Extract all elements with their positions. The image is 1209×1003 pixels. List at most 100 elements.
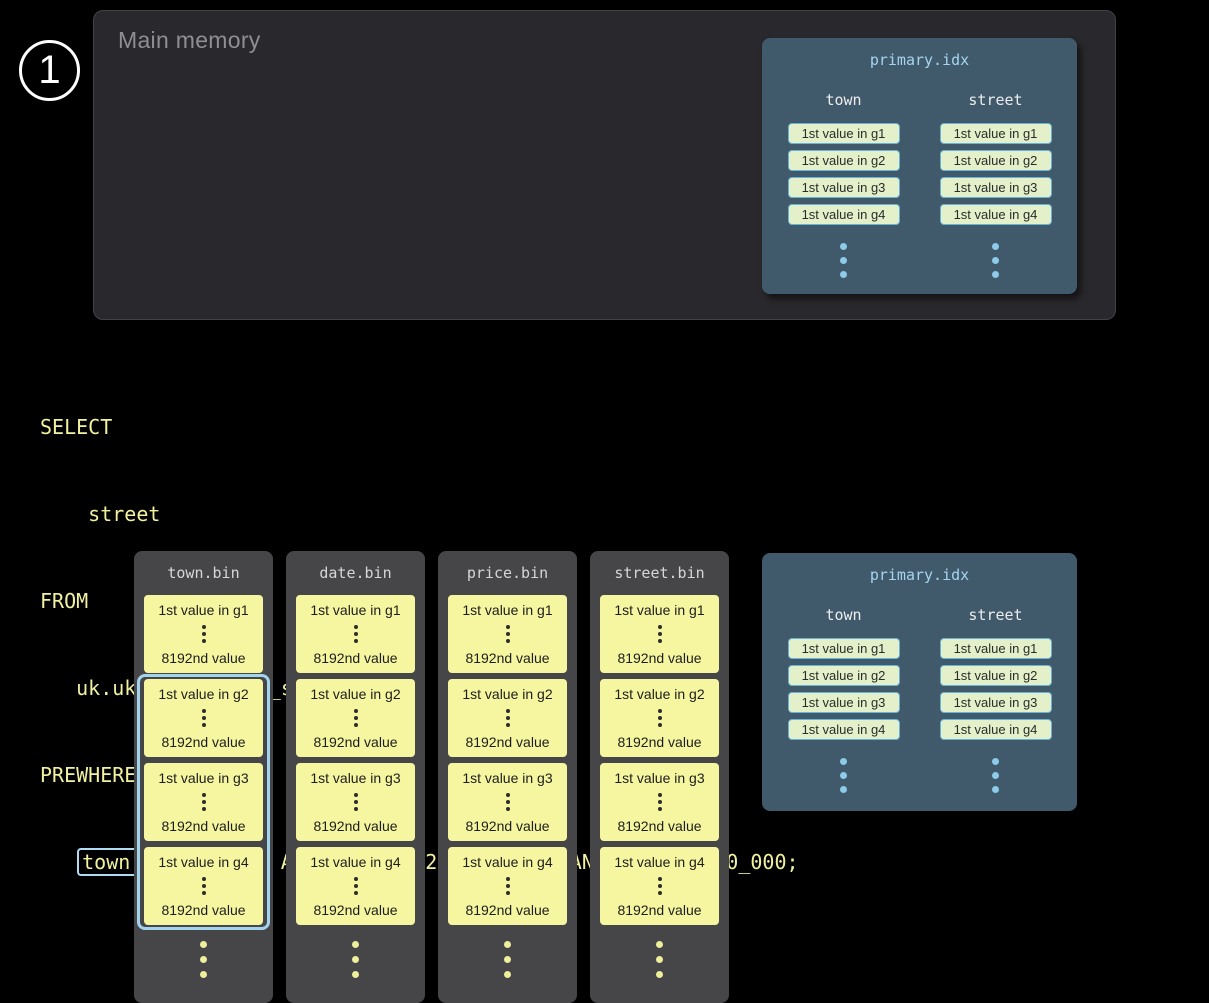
index-mark: 1st value in g3 — [939, 692, 1052, 713]
index-mark: 1st value in g4 — [787, 719, 900, 740]
granule-first-value: 1st value in g4 — [310, 854, 401, 870]
column-file-town-bin: town.bin 1st value in g1 8192nd value 1s… — [134, 551, 273, 1003]
index-mark: 1st value in g4 — [939, 204, 1052, 225]
granule-first-value: 1st value in g3 — [462, 770, 553, 786]
step-number: 1 — [38, 48, 61, 92]
index-mark: 1st value in g3 — [939, 177, 1052, 198]
granule-block-g3: 1st value in g3 8192nd value — [600, 763, 719, 841]
granule-first-value: 1st value in g1 — [462, 602, 553, 618]
index-mark: 1st value in g1 — [939, 123, 1052, 144]
granule-first-value: 1st value in g1 — [614, 602, 705, 618]
granule-first-value: 1st value in g4 — [462, 854, 553, 870]
column-header-street: street — [968, 606, 1023, 624]
index-mark: 1st value in g2 — [939, 665, 1052, 686]
bin-title-town: town.bin — [167, 564, 240, 582]
granule-block-g2: 1st value in g2 8192nd value — [144, 679, 263, 757]
primary-idx-columns: town 1st value in g1 1st value in g2 1st… — [762, 69, 1077, 278]
granule-block-g4: 1st value in g4 8192nd value — [448, 847, 567, 925]
primary-idx-title: primary.idx — [869, 51, 970, 69]
ellipsis-icon — [992, 758, 999, 793]
ellipsis-icon — [296, 941, 415, 978]
ellipsis-icon — [353, 877, 358, 895]
index-mark: 1st value in g2 — [787, 150, 900, 171]
granule-last-value: 8192nd value — [161, 650, 246, 666]
index-mark: 1st value in g4 — [939, 719, 1052, 740]
granule-block-g1: 1st value in g1 8192nd value — [144, 595, 263, 673]
index-mark: 1st value in g1 — [939, 638, 1052, 659]
ellipsis-icon — [353, 709, 358, 727]
column-file-price-bin: price.bin 1st value in g1 8192nd value 1… — [438, 551, 577, 1003]
granule-first-value: 1st value in g3 — [310, 770, 401, 786]
granule-last-value: 8192nd value — [313, 818, 398, 834]
primary-idx-panel-top: primary.idx town 1st value in g1 1st val… — [762, 38, 1077, 294]
granule-block-g2: 1st value in g2 8192nd value — [448, 679, 567, 757]
granule-first-value: 1st value in g3 — [614, 770, 705, 786]
granule-last-value: 8192nd value — [161, 734, 246, 750]
main-memory-panel: Main memory primary.idx town 1st value i… — [93, 10, 1116, 320]
index-mark: 1st value in g3 — [787, 692, 900, 713]
ellipsis-icon — [505, 877, 510, 895]
granule-first-value: 1st value in g1 — [310, 602, 401, 618]
index-mark: 1st value in g2 — [939, 150, 1052, 171]
granule-first-value: 1st value in g4 — [158, 854, 249, 870]
granule-block-g4: 1st value in g4 8192nd value — [144, 847, 263, 925]
bin-title-street: street.bin — [614, 564, 705, 582]
granule-first-value: 1st value in g1 — [158, 602, 249, 618]
column-file-street-bin: street.bin 1st value in g1 8192nd value … — [590, 551, 729, 1003]
column-header-town: town — [825, 91, 862, 109]
primary-idx-street-column: street 1st value in g1 1st value in g2 1… — [939, 69, 1052, 278]
column-header-street: street — [968, 91, 1023, 109]
granule-block-g4: 1st value in g4 8192nd value — [296, 847, 415, 925]
granule-last-value: 8192nd value — [465, 902, 550, 918]
sql-line-select: SELECT — [40, 415, 113, 439]
granule-first-value: 1st value in g2 — [310, 686, 401, 702]
primary-idx-panel-bottom: primary.idx town 1st value in g1 1st val… — [762, 553, 1077, 811]
ellipsis-icon — [992, 243, 999, 278]
granule-block-g4: 1st value in g4 8192nd value — [600, 847, 719, 925]
granule-first-value: 1st value in g3 — [158, 770, 249, 786]
granule-last-value: 8192nd value — [617, 650, 702, 666]
ellipsis-icon — [505, 625, 510, 643]
index-mark: 1st value in g1 — [787, 123, 900, 144]
ellipsis-icon — [505, 709, 510, 727]
granule-first-value: 1st value in g2 — [158, 686, 249, 702]
granule-first-value: 1st value in g4 — [614, 854, 705, 870]
granule-last-value: 8192nd value — [313, 734, 398, 750]
index-mark: 1st value in g1 — [787, 638, 900, 659]
granule-last-value: 8192nd value — [161, 818, 246, 834]
granule-block-g1: 1st value in g1 8192nd value — [600, 595, 719, 673]
ellipsis-icon — [840, 243, 847, 278]
sql-line-prewhere: PREWHERE — [40, 763, 137, 787]
sql-line-street: street — [40, 502, 161, 526]
granule-last-value: 8192nd value — [465, 734, 550, 750]
granule-block-g1: 1st value in g1 8192nd value — [448, 595, 567, 673]
granule-last-value: 8192nd value — [313, 902, 398, 918]
ellipsis-icon — [144, 941, 263, 978]
granule-block-g2: 1st value in g2 8192nd value — [296, 679, 415, 757]
granule-last-value: 8192nd value — [617, 734, 702, 750]
step-number-badge: 1 — [19, 40, 80, 101]
index-mark: 1st value in g4 — [787, 204, 900, 225]
granule-last-value: 8192nd value — [313, 650, 398, 666]
ellipsis-icon — [505, 793, 510, 811]
ellipsis-icon — [840, 758, 847, 793]
primary-idx-town-column: town 1st value in g1 1st value in g2 1st… — [787, 584, 900, 793]
column-file-date-bin: date.bin 1st value in g1 8192nd value 1s… — [286, 551, 425, 1003]
granule-last-value: 8192nd value — [465, 650, 550, 666]
granule-last-value: 8192nd value — [161, 902, 246, 918]
ellipsis-icon — [353, 625, 358, 643]
ellipsis-icon — [657, 793, 662, 811]
granule-block-g3: 1st value in g3 8192nd value — [448, 763, 567, 841]
main-memory-label: Main memory — [118, 27, 261, 53]
primary-idx-title: primary.idx — [869, 566, 970, 584]
ellipsis-icon — [201, 709, 206, 727]
sql-indent — [40, 850, 76, 874]
ellipsis-icon — [657, 877, 662, 895]
ellipsis-icon — [201, 625, 206, 643]
ellipsis-icon — [201, 793, 206, 811]
granule-first-value: 1st value in g2 — [462, 686, 553, 702]
index-mark: 1st value in g3 — [787, 177, 900, 198]
primary-idx-town-column: town 1st value in g1 1st value in g2 1st… — [787, 69, 900, 278]
granule-last-value: 8192nd value — [617, 902, 702, 918]
